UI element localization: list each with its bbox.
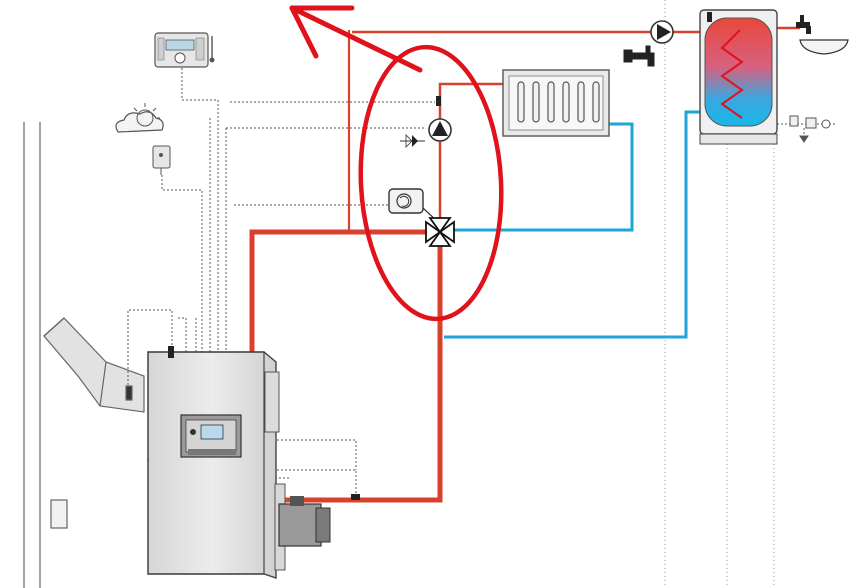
controller-panel-icon bbox=[180, 414, 242, 458]
actuator-icon bbox=[388, 188, 439, 223]
guide-lines bbox=[664, 0, 775, 588]
arrow-icon bbox=[289, 5, 423, 73]
sink-icon bbox=[799, 39, 849, 55]
three-way-valve-icon bbox=[425, 217, 455, 247]
boiler-icon bbox=[147, 346, 286, 579]
radiator-icon bbox=[502, 69, 610, 137]
flow-sensor-icon bbox=[436, 96, 441, 106]
pump-icon bbox=[400, 118, 452, 148]
weather-sensor-icon bbox=[115, 103, 171, 175]
tap-icon bbox=[623, 45, 655, 67]
supply-pipes bbox=[249, 26, 800, 503]
hot-water-tank-icon bbox=[699, 9, 778, 145]
burner-icon bbox=[278, 496, 331, 547]
highlight-ellipse bbox=[358, 44, 504, 322]
chimney-icon bbox=[23, 122, 68, 588]
return-sensor-icon bbox=[351, 494, 360, 500]
return-pipes bbox=[444, 110, 700, 339]
flue-pipe-icon bbox=[43, 317, 145, 413]
dhw-pump-icon bbox=[650, 20, 674, 44]
room-thermostat-icon bbox=[154, 32, 215, 68]
safety-valve-icon bbox=[777, 115, 836, 143]
sink-tap-icon bbox=[796, 15, 811, 34]
